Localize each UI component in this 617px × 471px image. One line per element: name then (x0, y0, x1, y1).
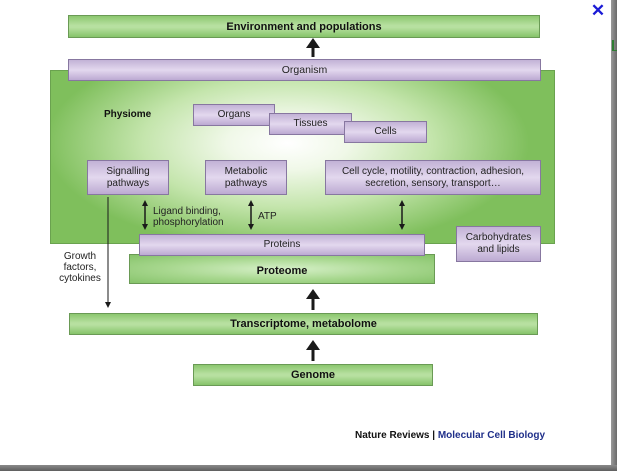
signalling-pathways-label: Signalling pathways (106, 165, 150, 189)
proteins-box: Proteins (139, 234, 425, 256)
carbohydrates-lipids-label: Carbohydrates and lipids (465, 232, 532, 255)
arrow-transcriptome-to-proteome (306, 289, 320, 310)
arrow-genome-to-transcriptome (306, 340, 320, 361)
genome-box: Genome (193, 364, 433, 386)
credit-separator: | (429, 430, 438, 441)
cells-box: Cells (344, 121, 427, 143)
background-link-fragment (612, 40, 617, 51)
close-button[interactable]: ✕ (590, 2, 606, 20)
arrow-organism-to-environment (306, 38, 320, 57)
proteome-box: Proteome (129, 254, 435, 284)
transcriptome-box: Transcriptome, metabolome (69, 313, 538, 335)
atp-annotation: ATP (258, 211, 277, 222)
proteome-label: Proteome (256, 265, 308, 277)
organs-label: Organs (217, 109, 251, 120)
growth-factors-annotation: Growth factors, cytokines (59, 251, 101, 284)
environment-label: Environment and populations (226, 20, 382, 33)
tissues-label: Tissues (293, 118, 328, 129)
credit-publisher: Nature Reviews (355, 430, 430, 441)
cell-functions-box: Cell cycle, motility, contraction, adhes… (325, 160, 541, 195)
window-frame-right (611, 0, 617, 471)
genome-label: Genome (290, 369, 335, 381)
figure-credit: Nature Reviews | Molecular Cell Biology (355, 430, 545, 441)
close-icon: ✕ (590, 1, 606, 20)
credit-journal: Molecular Cell Biology (437, 430, 546, 441)
carbohydrates-lipids-box: Carbohydrates and lipids (456, 226, 541, 262)
metabolic-pathways-box: Metabolic pathways (205, 160, 287, 195)
cell-functions-label: Cell cycle, motility, contraction, adhes… (341, 165, 525, 189)
tissues-box: Tissues (269, 113, 352, 135)
organs-box: Organs (193, 104, 275, 126)
metabolic-pathways-label: Metabolic pathways (224, 165, 268, 189)
signalling-pathways-box: Signalling pathways (87, 160, 169, 195)
cells-label: Cells (374, 126, 397, 137)
transcriptome-label: Transcriptome, metabolome (230, 318, 377, 330)
organism-label: Organism (281, 64, 328, 76)
organism-box: Organism (68, 59, 541, 81)
ligand-binding-annotation: Ligand binding, phosphorylation (153, 206, 224, 228)
window-frame-bottom (0, 465, 617, 471)
physiome-region (50, 70, 555, 244)
environment-box: Environment and populations (68, 15, 540, 38)
physiome-label: Physiome (104, 109, 152, 120)
proteins-label: Proteins (263, 239, 301, 250)
